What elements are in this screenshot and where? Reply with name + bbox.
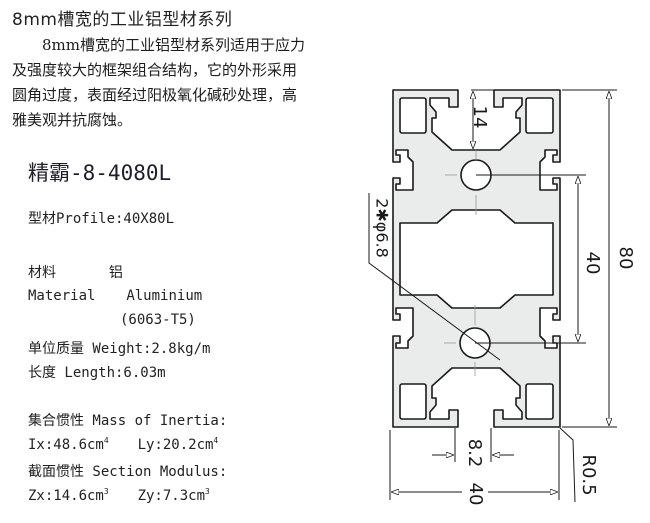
dim-height: 80 xyxy=(615,247,636,270)
dim-hole-spacing: 40 xyxy=(582,252,603,275)
intro-line: 及强度较大的框架组合结构，它的外形采用 xyxy=(12,61,298,79)
modulus-values: Zx:14.6cm3 Zy:7.3cm3 xyxy=(28,487,210,504)
zy-exponent: 3 xyxy=(205,487,210,496)
center-marks xyxy=(444,150,477,376)
dim-slot-width: 8.2 xyxy=(464,439,485,468)
material-cn: 材料 铝 xyxy=(28,262,123,282)
intro-paragraph: 8mm槽宽的工业铝型材系列适用于应力 及强度较大的框架组合结构，它的外形采用 圆… xyxy=(12,33,382,133)
inertia-values: Ix:48.6cm4 Ly:20.2cm4 xyxy=(28,436,218,453)
model-name: 精霸-8-4080L xyxy=(28,161,172,185)
material-en-value: Aluminium xyxy=(126,288,203,304)
ly-exponent: 4 xyxy=(213,436,219,445)
material-en-label: Material xyxy=(28,288,96,304)
dim-slot-depth: 14 xyxy=(469,106,490,129)
ix-exponent: 4 xyxy=(103,436,109,445)
aluminium-profile xyxy=(392,89,561,428)
ly-value: Ly:20.2cm xyxy=(137,437,214,453)
zx-exponent: 3 xyxy=(103,487,109,496)
modulus-label: 截面惯性 Section Modulus: xyxy=(28,464,228,480)
weight-spec: 单位质量 Weight:2.8kg/m xyxy=(28,341,211,357)
zy-value: Zy:7.3cm xyxy=(137,488,205,504)
intro-line: 8mm槽宽的工业铝型材系列适用于应力 xyxy=(42,36,305,54)
length-spec: 长度 Length:6.03m xyxy=(28,365,166,381)
page-title: 8mm槽宽的工业铝型材系列 xyxy=(12,10,233,30)
ix-value: Ix:48.6cm xyxy=(28,437,104,453)
material-cn-value: 铝 xyxy=(108,265,123,281)
dim-hole-diameter: 2✱φ6.8 xyxy=(373,198,392,258)
intro-line: 雅美观并抗腐蚀。 xyxy=(12,111,133,129)
dimension-lines xyxy=(368,89,617,503)
dim-radius: R0.5 xyxy=(578,454,599,495)
zx-value: Zx:14.6cm xyxy=(28,488,104,504)
material-en: Material Aluminium xyxy=(28,288,202,304)
dim-width: 40 xyxy=(465,483,486,506)
material-cn-label: 材料 xyxy=(28,265,56,281)
profile-spec: 型材Profile:40X80L xyxy=(28,211,175,227)
inertia-label: 集合惯性 Mass of Inertia: xyxy=(28,413,228,429)
alloy-grade: (6063-T5) xyxy=(120,312,196,328)
intro-line: 圆角过度，表面经过阳极氧化碱砂处理，高 xyxy=(12,86,298,104)
